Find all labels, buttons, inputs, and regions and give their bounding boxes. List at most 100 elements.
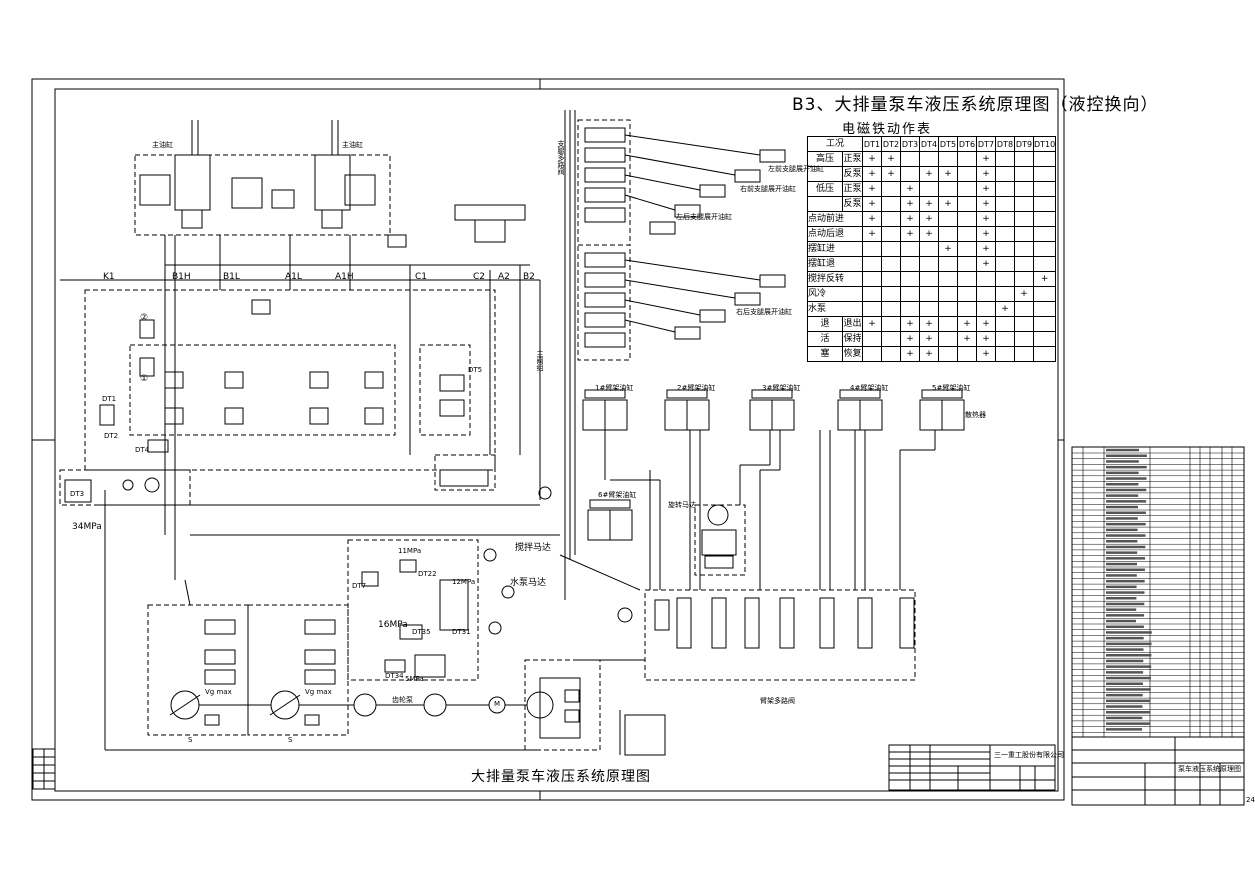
- parts-row-text-mark: [1106, 511, 1146, 514]
- table-cell: [995, 256, 1015, 272]
- boom-multiway-box: [644, 589, 916, 681]
- table-header-dt4: DT4: [919, 136, 939, 152]
- table-header-dt2: DT2: [881, 136, 901, 152]
- row-group: 点动后退: [807, 226, 863, 242]
- line-label-a1l: A1L: [285, 272, 302, 282]
- label-pressure-5: 5MPa: [405, 675, 424, 683]
- table-cell: +: [862, 196, 882, 212]
- label-boom-cyl-6: 6#臂架油缸: [598, 491, 637, 499]
- parts-row-text-mark: [1106, 448, 1139, 452]
- table-cell: +: [995, 301, 1015, 317]
- table-cell: [995, 196, 1015, 212]
- label-dt2: DT2: [104, 432, 119, 440]
- table-cell: [957, 346, 977, 362]
- table-cell: [1014, 181, 1034, 197]
- table-cell: [957, 166, 977, 182]
- table-cell: [862, 256, 882, 272]
- parts-row-text-mark: [1106, 477, 1147, 480]
- table-cell: [919, 301, 939, 317]
- table-cell: [995, 151, 1015, 167]
- label-dt5: DT5: [468, 366, 483, 374]
- table-row: 点动前进++++: [807, 211, 1057, 227]
- table-header-dt1: DT1: [862, 136, 882, 152]
- table-cell: +: [919, 331, 939, 347]
- table-cell: [1032, 181, 1057, 197]
- label-boom-multiway: 臂架多路阀: [760, 697, 795, 705]
- titleblock-company: 三一重工股份有限公司: [994, 751, 1064, 759]
- parts-row-text-mark: [1106, 460, 1139, 463]
- table-cell: [900, 241, 920, 257]
- table-cell: +: [938, 196, 958, 212]
- table-cell: [900, 301, 920, 317]
- line-label-a2: A2: [498, 272, 510, 282]
- row-subgroup: 正泵: [842, 151, 863, 167]
- table-cell: [1032, 256, 1057, 272]
- label-boom-cyl-1: 1#臂架油缸: [595, 384, 634, 392]
- table-cell: +: [1014, 286, 1034, 302]
- table-cell: [938, 316, 958, 332]
- parts-row-text-mark: [1106, 699, 1151, 703]
- table-cell: [1032, 241, 1057, 257]
- table-cell: +: [881, 166, 901, 182]
- table-cell: +: [862, 226, 882, 242]
- slew-motor: [707, 504, 729, 526]
- table-row: 低压正泵+++: [807, 181, 1057, 197]
- table-cell: +: [900, 181, 920, 197]
- row-group: 塞: [807, 346, 843, 362]
- table-cell: [881, 226, 901, 242]
- parts-row-text-mark: [1106, 654, 1152, 657]
- label-dt22: DT22: [418, 570, 437, 578]
- line-label-b1l: B1L: [223, 272, 240, 282]
- table-cell: [862, 271, 882, 287]
- parts-row-text-mark: [1106, 500, 1147, 503]
- parts-row-text-mark: [1106, 522, 1146, 526]
- row-group: 搅拌反转: [807, 271, 863, 287]
- table-cell: +: [976, 256, 996, 272]
- table-row: 反泵+++++: [807, 196, 1057, 212]
- table-cell: +: [976, 316, 996, 332]
- row-subgroup: 正泵: [842, 181, 863, 197]
- table-row: 反泵+++++: [807, 166, 1057, 182]
- parts-row-text-mark: [1106, 551, 1138, 554]
- table-cell: [881, 301, 901, 317]
- table-cell: [995, 271, 1015, 287]
- row-group: 摆缸退: [807, 256, 863, 272]
- parts-row-text-mark: [1106, 557, 1146, 560]
- table-cell: [919, 151, 939, 167]
- parts-row-text-mark: [1106, 505, 1138, 509]
- label-dt3: DT3: [70, 490, 85, 498]
- table-cell: [881, 211, 901, 227]
- row-subgroup: 保持: [842, 331, 863, 347]
- label-slew-motor: 旋转马达: [668, 501, 696, 509]
- table-cell: [995, 166, 1015, 182]
- table-cell: [957, 301, 977, 317]
- swing-cylinder: [454, 204, 526, 221]
- row-group: [807, 196, 843, 212]
- parts-row-text-mark: [1106, 671, 1144, 674]
- table-cell: [900, 151, 920, 167]
- table-cell: [995, 211, 1015, 227]
- table-cell: [862, 331, 882, 347]
- line-label-b2: B2: [523, 272, 535, 282]
- parts-row-text-mark: [1106, 562, 1137, 566]
- label-vgmax-2: Vg max: [305, 688, 332, 696]
- table-row: 高压正泵+++: [807, 151, 1057, 167]
- parts-row-text-mark: [1106, 659, 1144, 663]
- table-cell: [995, 286, 1015, 302]
- table-header-condition: 工况: [807, 136, 863, 152]
- row-subgroup: 反泵: [842, 196, 863, 212]
- table-cell: +: [919, 211, 939, 227]
- label-outrigger-1: 左前支腿展开油缸: [768, 165, 824, 173]
- line-label-b1h: B1H: [172, 272, 191, 282]
- table-cell: +: [976, 346, 996, 362]
- table-cell: [938, 286, 958, 302]
- parts-row-text-mark: [1106, 471, 1139, 475]
- drawing-titleblock: [888, 744, 1056, 791]
- table-cell: [1014, 211, 1034, 227]
- table-cell: +: [976, 241, 996, 257]
- label-dt35: DT35: [412, 628, 431, 636]
- table-header-dt8: DT8: [995, 136, 1015, 152]
- parts-row-text-mark: [1106, 488, 1147, 492]
- table-cell: [1032, 211, 1057, 227]
